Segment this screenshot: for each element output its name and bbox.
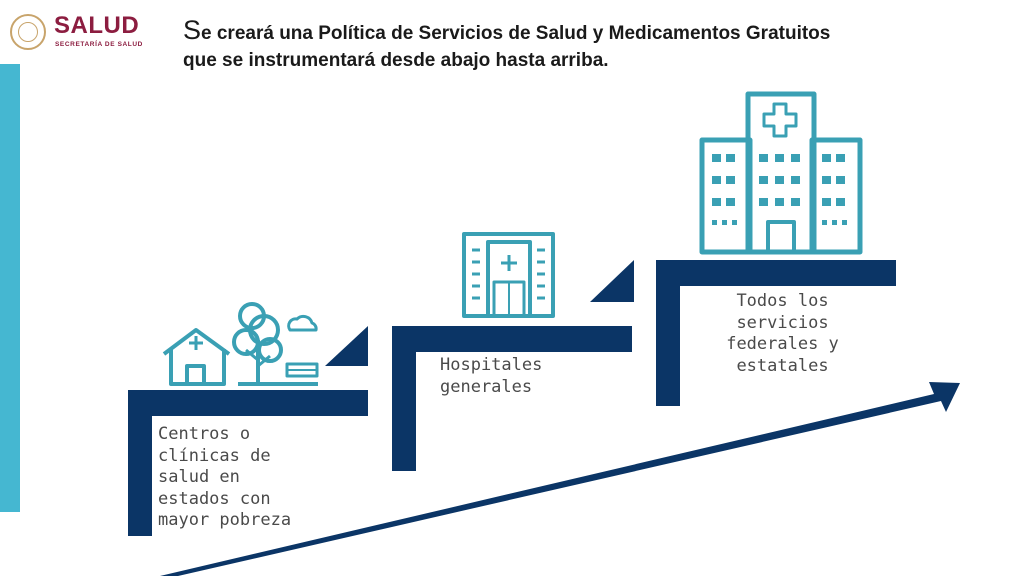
title-line-1: e creará una Política de Servicios de Sa… [201,23,831,44]
step-2-label-line: Hospitales [440,355,543,375]
step-1-label-line: Centros o [158,424,251,444]
national-seal-icon [10,14,46,50]
step-3-label-line: estatales [736,355,829,376]
logo-subtitle: SECRETARÍA DE SALUD [55,41,143,48]
health-center-icon [162,302,319,386]
step-2-label: Hospitales generales [440,355,620,398]
slide-title: Se creará una Política de Servicios de S… [183,12,978,74]
step-1-label-line: estados con [158,488,271,509]
step-2-block [392,260,634,471]
step-2-label-line: generales [440,376,533,397]
step-3-label: Todos los servicios federales y estatale… [700,291,865,377]
step-3-label-line: Todos los [736,291,829,311]
logo-name: SALUD [54,12,140,39]
general-hospital-icon [462,232,555,318]
title-line-2: que se instrumentará desde abajo hasta a… [183,50,609,72]
step-3-label-line: federales y [726,334,839,354]
step-3-block [656,260,896,406]
step-1-block [128,326,368,536]
left-accent-bar [0,64,20,512]
step-1-label: Centros o clínicas de salud en estados c… [158,424,338,532]
large-hospital-icon [699,91,863,255]
step-1-label-line: clínicas de [158,445,271,466]
title-initial: S [183,15,202,45]
salud-logo: SALUD SECRETARÍA DE SALUD [8,10,168,54]
step-3-label-line: servicios [736,312,829,333]
step-1-label-line: salud en [158,467,240,487]
step-1-label-line: mayor pobreza [158,510,292,530]
